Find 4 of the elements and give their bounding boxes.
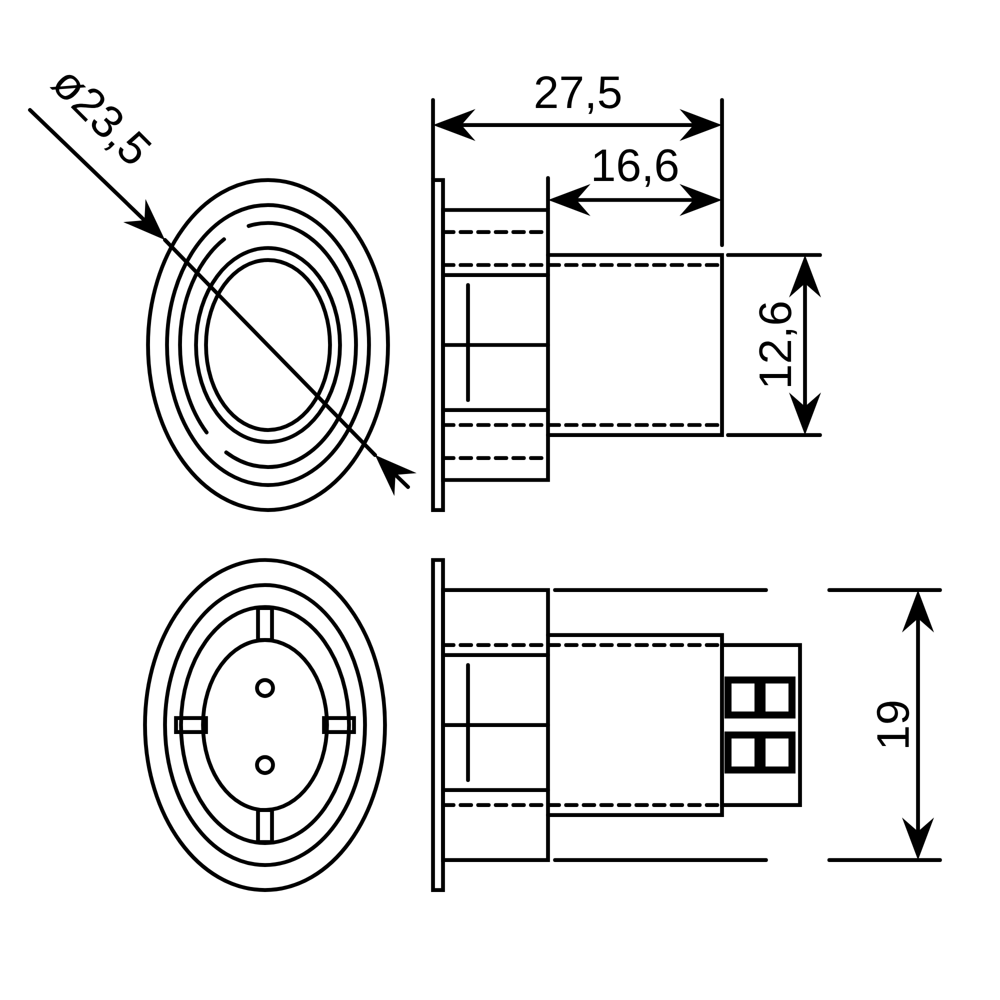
dimension-label: 12,6 xyxy=(759,302,797,386)
dimension-label: 16,6 xyxy=(594,149,678,187)
dimension-label: 19 xyxy=(876,702,910,747)
dimension-label: 27,5 xyxy=(536,76,621,114)
